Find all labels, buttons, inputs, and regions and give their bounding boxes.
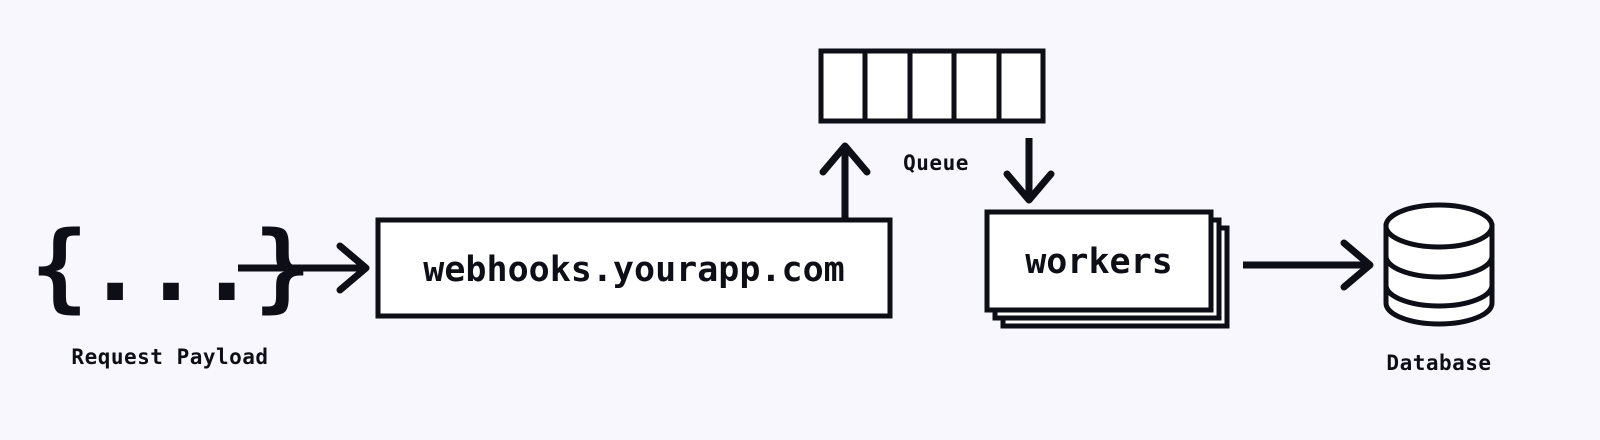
workers-label: workers	[1025, 242, 1173, 282]
workers-box-front	[984, 209, 1214, 313]
database-cylinder-top	[1383, 202, 1495, 250]
database-band-1	[1383, 253, 1495, 280]
request-payload-caption: Request Payload	[71, 345, 268, 369]
database-band-2	[1383, 282, 1495, 309]
node-webhooks-endpoint: webhooks.yourapp.com	[375, 217, 893, 319]
arrow-workers-to-database	[1243, 239, 1374, 291]
arrow-payload-to-endpoint	[238, 242, 370, 294]
node-request-payload: {...} Request Payload	[31, 211, 312, 369]
database-caption: Database	[1386, 351, 1491, 375]
endpoint-label: webhooks.yourapp.com	[423, 250, 844, 290]
endpoint-box	[375, 217, 893, 319]
node-workers: workers	[984, 209, 1230, 329]
arrow-queue-to-workers	[1003, 138, 1055, 204]
queue-box	[818, 48, 1046, 124]
arrow-endpoint-to-queue	[819, 142, 871, 218]
node-database: Database	[1383, 202, 1495, 375]
queue-caption: Queue	[903, 151, 969, 175]
node-queue: Queue	[818, 48, 1046, 175]
